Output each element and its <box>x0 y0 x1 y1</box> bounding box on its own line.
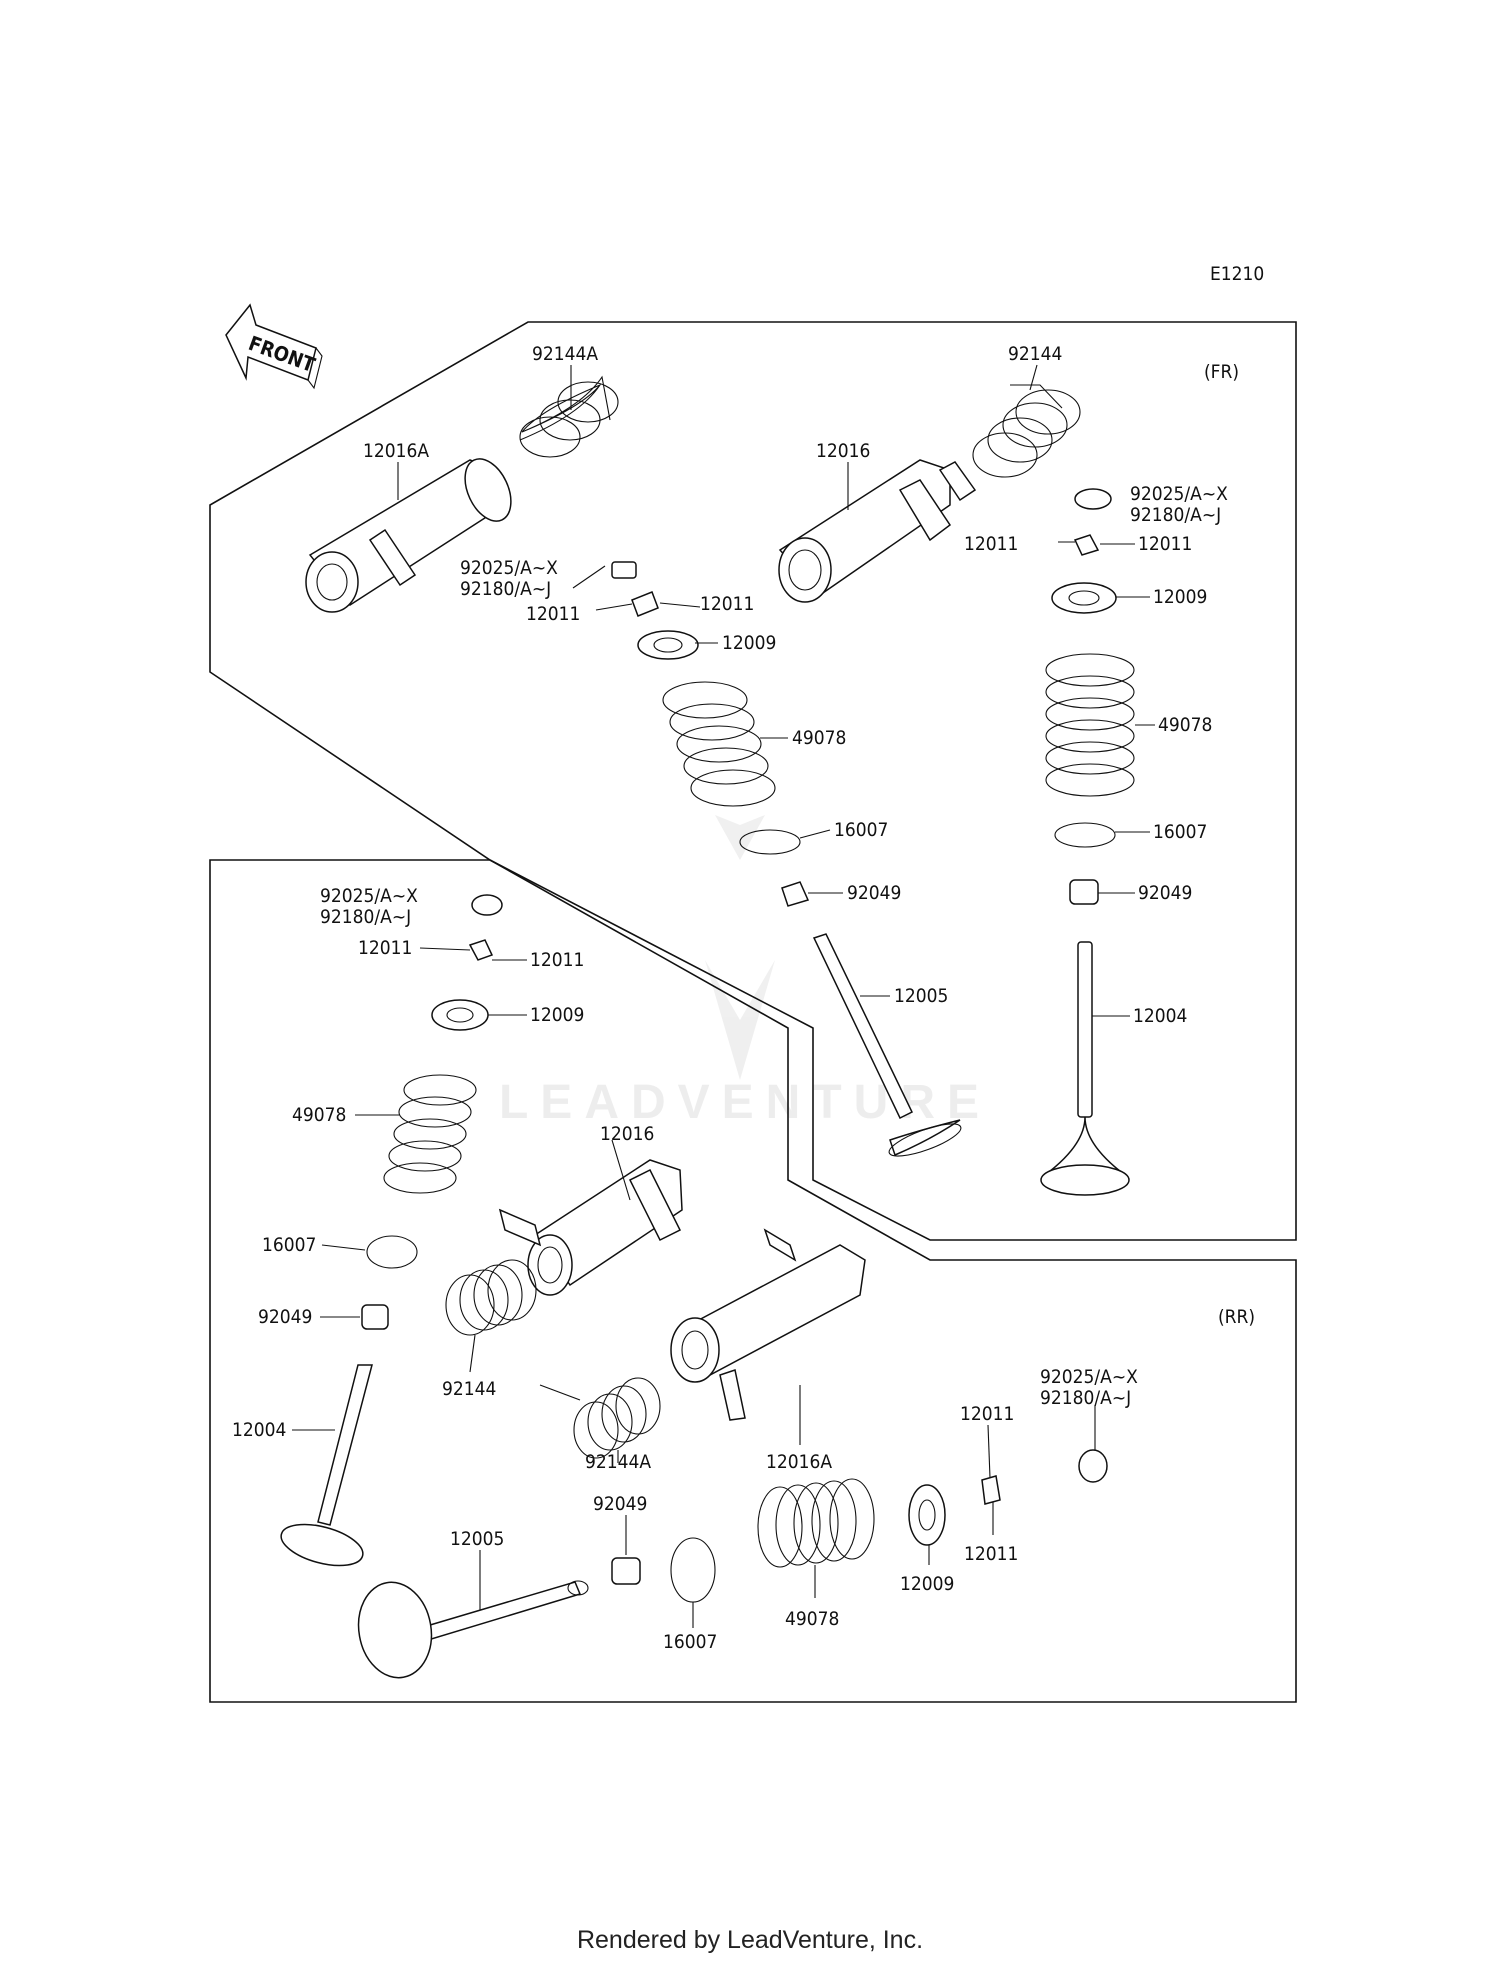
callout-92025-rr-bottom: 92025/A~X <box>1040 1366 1138 1388</box>
front-arrow-icon: FRONT <box>225 303 323 390</box>
fr-section-border <box>209 321 1297 1241</box>
callout-12005-rr: 12005 <box>450 1528 504 1550</box>
callout-92025-rr-left: 92025/A~X <box>320 885 418 907</box>
callout-16007-fr-left: 16007 <box>834 819 888 841</box>
callout-12011-rr-bottom-a: 12011 <box>960 1403 1014 1425</box>
rocker-arm-12016-fr <box>778 459 977 603</box>
callout-92144A-rr: 92144A <box>585 1451 651 1473</box>
callout-12011-fr-left-b: 12011 <box>700 593 754 615</box>
callout-12016A-fr: 12016A <box>363 440 429 462</box>
guide-92049-rr-left <box>361 1304 389 1330</box>
shim-92025-rr-bottom <box>1078 1449 1108 1483</box>
callout-92025-fr-right: 92025/A~X <box>1130 483 1228 505</box>
shim-92025-rr-left <box>471 894 503 916</box>
rocker-arm-12016A-fr <box>305 458 512 613</box>
torsion-spring-92144A-rr <box>539 1377 661 1459</box>
callout-92049-fr-right: 92049 <box>1138 882 1192 904</box>
cotter-12011-fr-right <box>1073 534 1100 556</box>
torsion-spring-92144-rr <box>445 1259 537 1336</box>
callout-49078-rr-bottom: 49078 <box>785 1608 839 1630</box>
callout-12004-fr: 12004 <box>1133 1005 1187 1027</box>
shim-92025-fr-left <box>611 561 637 579</box>
retainer-12009-fr-left <box>637 630 699 660</box>
valve-12004-fr <box>1040 941 1130 1196</box>
valve-12005-rr <box>357 1580 589 1679</box>
callout-16007-fr-right: 16007 <box>1153 821 1207 843</box>
callout-92049-fr-left: 92049 <box>847 882 901 904</box>
callout-92180-fr-right: 92180/A~J <box>1130 504 1221 526</box>
callout-12016A-rr: 12016A <box>766 1451 832 1473</box>
retainer-12009-fr-right <box>1051 582 1117 614</box>
cotter-12011-fr-left <box>631 591 659 617</box>
callout-12009-rr-bottom: 12009 <box>900 1573 954 1595</box>
callout-12009-fr-right: 12009 <box>1153 586 1207 608</box>
valve-spring-49078-rr-bottom <box>757 1478 875 1568</box>
callout-92180-rr-left: 92180/A~J <box>320 906 411 928</box>
callout-92180-rr-bottom: 92180/A~J <box>1040 1387 1131 1409</box>
guide-92049-rr-bottom <box>611 1557 641 1585</box>
callout-49078-fr-left: 49078 <box>792 727 846 749</box>
callout-12011-fr-left-a: 12011 <box>526 603 580 625</box>
guide-92049-fr-left <box>781 881 810 907</box>
callout-12011-rr-bottom-b: 12011 <box>964 1543 1018 1565</box>
callout-12016-rr: 12016 <box>600 1123 654 1145</box>
valve-12004-rr <box>280 1364 373 1567</box>
callout-12009-rr-left: 12009 <box>530 1004 584 1026</box>
valve-12005-fr <box>812 933 962 1157</box>
callout-92049-rr-bottom: 92049 <box>593 1493 647 1515</box>
rr-section-border <box>209 859 1297 1703</box>
torsion-spring-92144A-fr <box>519 375 619 458</box>
watermark: LEADVENTURE <box>499 815 991 1129</box>
leader-lines <box>292 364 1155 1628</box>
cotter-12011-rr-bottom <box>981 1475 1001 1505</box>
callout-12016-fr: 12016 <box>816 440 870 462</box>
torsion-spring-92144-fr <box>972 384 1081 478</box>
shim-92025-fr-right <box>1074 488 1112 510</box>
seal-16007-fr-left <box>739 829 801 855</box>
callout-12011-fr-right-a: 12011 <box>964 533 1018 555</box>
section-label-rr: (RR) <box>1218 1306 1255 1328</box>
cotter-12011-rr-left <box>468 939 494 961</box>
guide-92049-fr-right <box>1069 879 1099 905</box>
valve-spring-49078-fr-left <box>662 681 776 807</box>
footer-credit: Rendered by LeadVenture, Inc. <box>577 1926 923 1954</box>
callout-92049-rr-left: 92049 <box>258 1306 312 1328</box>
callout-16007-rr-left: 16007 <box>262 1234 316 1256</box>
callout-49078-fr-right: 49078 <box>1158 714 1212 736</box>
watermark-text: LEADVENTURE <box>499 1076 991 1129</box>
callout-labels: 92144A 12016A 92025/A~X 92180/A~J 12011 … <box>232 343 1228 1653</box>
callout-92180-fr-left: 92180/A~J <box>460 578 551 600</box>
retainer-12009-rr-bottom <box>908 1484 946 1546</box>
callout-12011-rr-left-a: 12011 <box>358 937 412 959</box>
seal-16007-rr-bottom <box>670 1537 716 1603</box>
seal-16007-fr-right <box>1054 822 1116 848</box>
callout-12005-fr: 12005 <box>894 985 948 1007</box>
rocker-arm-12016-rr <box>498 1159 683 1296</box>
callout-12011-fr-right-b: 12011 <box>1138 533 1192 555</box>
callout-12011-rr-left-b: 12011 <box>530 949 584 971</box>
retainer-12009-rr-left <box>431 999 489 1031</box>
callout-16007-rr-bottom: 16007 <box>663 1631 717 1653</box>
rocker-arm-12016A-rr <box>670 1228 866 1421</box>
callout-92025-fr-left: 92025/A~X <box>460 557 558 579</box>
callout-12009-fr-left: 12009 <box>722 632 776 654</box>
section-label-fr: (FR) <box>1204 361 1239 383</box>
callout-92144-rr: 92144 <box>442 1378 496 1400</box>
valve-spring-49078-fr-right <box>1045 653 1135 797</box>
callout-12004-rr: 12004 <box>232 1419 286 1441</box>
diagram-code: E1210 <box>1210 263 1264 285</box>
callout-49078-rr-left: 49078 <box>292 1104 346 1126</box>
callout-92144A-fr: 92144A <box>532 343 598 365</box>
seal-16007-rr-left <box>366 1235 418 1269</box>
valve-spring-49078-rr-left <box>383 1074 477 1194</box>
callout-92144-fr: 92144 <box>1008 343 1062 365</box>
